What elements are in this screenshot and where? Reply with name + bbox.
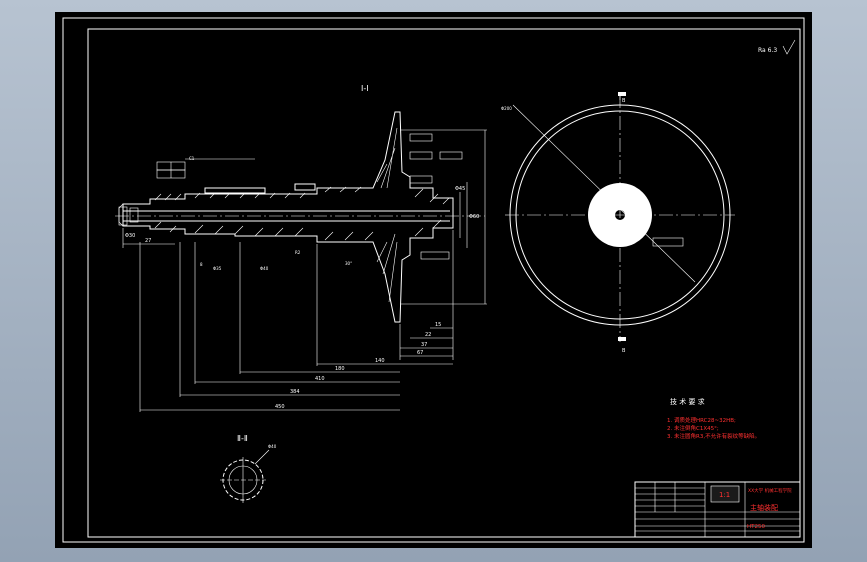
drawing-sheet: Ra 6.3 Ⅰ-Ⅰ	[55, 12, 812, 548]
keyway	[204, 187, 266, 194]
svg-text:B: B	[622, 98, 626, 104]
shaft-outline	[122, 111, 454, 323]
svg-text:8: 8	[200, 262, 203, 267]
svg-text:384: 384	[290, 389, 300, 395]
svg-text:410: 410	[315, 376, 325, 382]
roughness-symbol: Ra 6.3	[758, 39, 796, 55]
svg-text:27: 27	[145, 238, 151, 244]
disk-side-view: B B Φ200	[501, 92, 735, 354]
svg-text:技 术 要 求: 技 术 要 求	[670, 397, 705, 406]
svg-text:Φ60: Φ60	[469, 214, 479, 220]
svg-text:3. 未注圆角R3,不允许有裂纹等缺陷。: 3. 未注圆角R3,不允许有裂纹等缺陷。	[667, 432, 760, 440]
shaft-bore	[123, 210, 450, 222]
hatch-bottom	[154, 219, 442, 303]
svg-text:Φ30: Φ30	[125, 233, 135, 239]
svg-text:22: 22	[425, 332, 431, 338]
hatch-top	[154, 127, 450, 205]
drawing-canvas: Ra 6.3 Ⅰ-Ⅰ	[62, 17, 805, 543]
svg-text:37: 37	[421, 342, 427, 348]
tech-requirements: 技 术 要 求 1. 调质处理HRC28~32HB; 2. 未注倒角C1X45°…	[667, 397, 760, 440]
inner-frame	[87, 28, 801, 538]
svg-text:Φ45: Φ45	[455, 186, 465, 192]
svg-text:C1: C1	[189, 156, 195, 161]
svg-text:B: B	[622, 348, 626, 354]
svg-text:1. 调质处理HRC28~32HB;: 1. 调质处理HRC28~32HB;	[667, 416, 736, 424]
section-label-small: Ⅱ-Ⅱ	[237, 434, 248, 443]
keyway-2	[294, 183, 316, 191]
svg-text:Φ40: Φ40	[260, 266, 269, 271]
svg-text:Φ35: Φ35	[213, 266, 222, 271]
dimension-set: 450 384 410 180 140 67 37 22	[122, 129, 487, 412]
spline-section-view: Φ40	[220, 444, 277, 503]
svg-text:Φ200: Φ200	[501, 106, 512, 111]
svg-text:1:1: 1:1	[719, 491, 730, 499]
shaft-section-view	[115, 111, 485, 323]
svg-text:Φ40: Φ40	[268, 444, 277, 449]
svg-text:15: 15	[435, 322, 441, 328]
svg-text:主轴装配: 主轴装配	[750, 503, 778, 512]
outer-frame	[62, 17, 805, 543]
svg-text:Ra 6.3: Ra 6.3	[758, 47, 777, 54]
svg-text:XX大学 机械工程学院: XX大学 机械工程学院	[748, 487, 792, 494]
svg-text:67: 67	[417, 350, 423, 356]
svg-text:HT250: HT250	[747, 524, 765, 530]
svg-text:180: 180	[335, 366, 345, 372]
svg-text:30°: 30°	[345, 261, 352, 266]
svg-text:140: 140	[375, 358, 385, 364]
end-chamfer	[118, 203, 124, 227]
svg-text:450: 450	[275, 404, 285, 410]
title-block: 1:1 XX大学 机械工程学院 主轴装配 HT250	[634, 481, 801, 538]
svg-text:2. 未注倒角C1X45°;: 2. 未注倒角C1X45°;	[667, 424, 719, 432]
section-label-main: Ⅰ-Ⅰ	[361, 84, 369, 93]
svg-text:R2: R2	[295, 250, 301, 255]
end-face	[118, 206, 128, 226]
